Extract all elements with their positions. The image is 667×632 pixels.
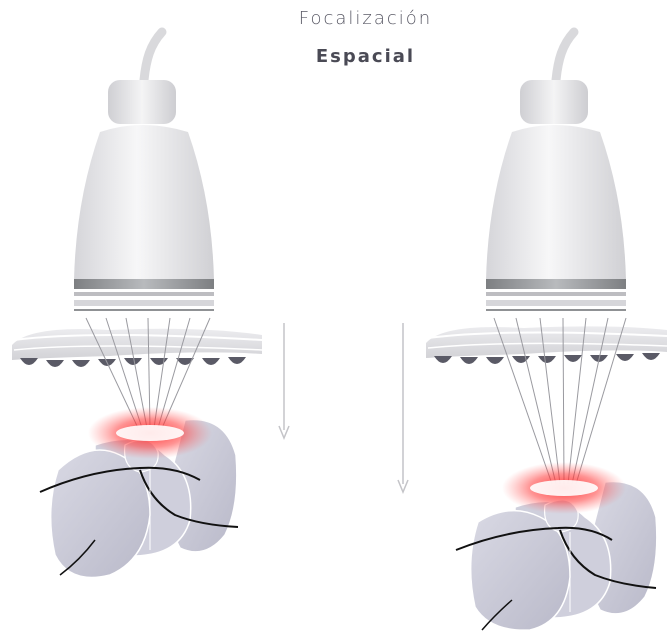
panel-deep-focus: [398, 32, 667, 630]
probe-band: [486, 279, 626, 289]
probe-cable: [556, 32, 574, 80]
focal-point: [530, 480, 598, 496]
probe-band: [74, 279, 214, 289]
depth-arrow: [279, 323, 289, 438]
depth-arrow: [398, 323, 408, 492]
skin-bumps: [20, 357, 246, 367]
probe-cap: [520, 80, 588, 124]
probe-cable: [144, 32, 162, 80]
focal-point: [116, 425, 184, 441]
probe-cap: [108, 80, 176, 124]
skin-layer: [426, 326, 667, 358]
ultrasound-probe-icon: [486, 125, 626, 280]
skin-layer: [12, 329, 262, 360]
ultrasound-probe-icon: [74, 125, 214, 280]
panel-shallow-focus: [12, 32, 289, 578]
